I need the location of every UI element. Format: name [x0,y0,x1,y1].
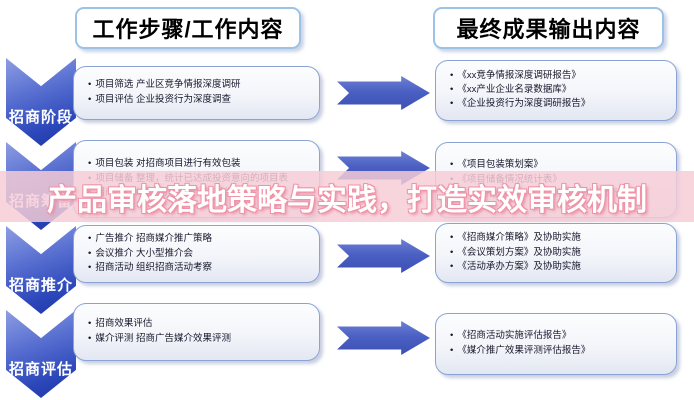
headline-text: 产品审核落地策略与实践，打造实效审核机制 [47,183,647,217]
stage-label-3: 招商推介 [8,276,73,294]
stage-label-1: 招商阶段 [8,108,73,126]
steps-list-1: 项目筛选 产业区竞争情报深度调研 项目评估 企业投资行为深度调查 [78,77,313,109]
outputs-list-1: 《xx竞争情报深度调研报告》 《xx产业企业名录数据库》 《企业投资行为深度调研… [440,67,670,114]
step-item: 项目评估 企业投资行为深度调查 [88,94,313,106]
column-header-outputs: 最终成果输出内容 [433,7,664,49]
steps-box-1: 项目筛选 产业区竞争情报深度调研 项目评估 企业投资行为深度调查 [73,66,320,120]
flow-arrow-3 [337,239,430,273]
output-item: 《招商媒介策略》及协助实施 [450,232,670,244]
step-item: 项目筛选 产业区竞争情报深度调研 [88,79,313,91]
outputs-list-3: 《招商媒介策略》及协助实施 《会议策划方案》及协助实施 《活动承办方案》及协助实… [440,230,670,277]
column-header-steps-label: 工作步骤/工作内容 [92,17,284,42]
output-item: 《媒介推广效果评测评估报告》 [450,345,670,357]
stage-chevron-4: 招商评估 [6,310,76,398]
outputs-box-4: 《招商活动实施评估报告》 《媒介推广效果评测评估报告》 [435,313,677,375]
column-header-steps: 工作步骤/工作内容 [75,7,301,49]
stage-chevron-1: 招商阶段 [6,58,76,146]
step-item: 项目包装 对招商项目进行有效包装 [88,158,313,170]
output-item: 《招商活动实施评估报告》 [450,330,670,342]
output-item: 《xx产业企业名录数据库》 [450,84,670,96]
step-item: 广告推介 招商媒介推广策略 [88,233,313,245]
step-item: 招商效果评估 [88,318,313,330]
stage-chevron-3: 招商推介 [6,226,76,314]
outputs-box-3: 《招商媒介策略》及协助实施 《会议策划方案》及协助实施 《活动承办方案》及协助实… [435,223,677,283]
step-item: 会议推介 大小型推介会 [88,248,313,260]
step-item: 媒介评测 招商广告媒介效果评测 [88,333,313,345]
stage-label-4: 招商评估 [8,360,73,378]
output-item: 《企业投资行为深度调研报告》 [450,99,670,110]
flow-arrow-4 [337,321,430,355]
output-item: 《xx竞争情报深度调研报告》 [450,70,670,82]
column-header-outputs-label: 最终成果输出内容 [456,17,641,42]
steps-list-3: 广告推介 招商媒介推广策略 会议推介 大小型推介会 招商活动 组织招商活动考察 [78,231,313,278]
steps-box-4: 招商效果评估 媒介评测 招商广告媒介效果评测 [73,303,320,361]
outputs-box-1: 《xx竞争情报深度调研报告》 《xx产业企业名录数据库》 《企业投资行为深度调研… [435,60,677,121]
steps-list-4: 招商效果评估 媒介评测 招商广告媒介效果评测 [78,316,313,348]
step-item: 招商活动 组织招商活动考察 [88,262,313,274]
steps-box-3: 广告推介 招商媒介推广策略 会议推介 大小型推介会 招商活动 组织招商活动考察 [73,225,320,283]
outputs-list-4: 《招商活动实施评估报告》 《媒介推广效果评测评估报告》 [440,328,670,360]
output-item: 《项目包装策划案》 [450,159,670,171]
flow-arrow-1 [337,76,430,110]
headline-banner: 产品审核落地策略与实践，打造实效审核机制 [0,171,694,222]
output-item: 《会议策划方案》及协助实施 [450,247,670,259]
output-item: 《活动承办方案》及协助实施 [450,261,670,273]
